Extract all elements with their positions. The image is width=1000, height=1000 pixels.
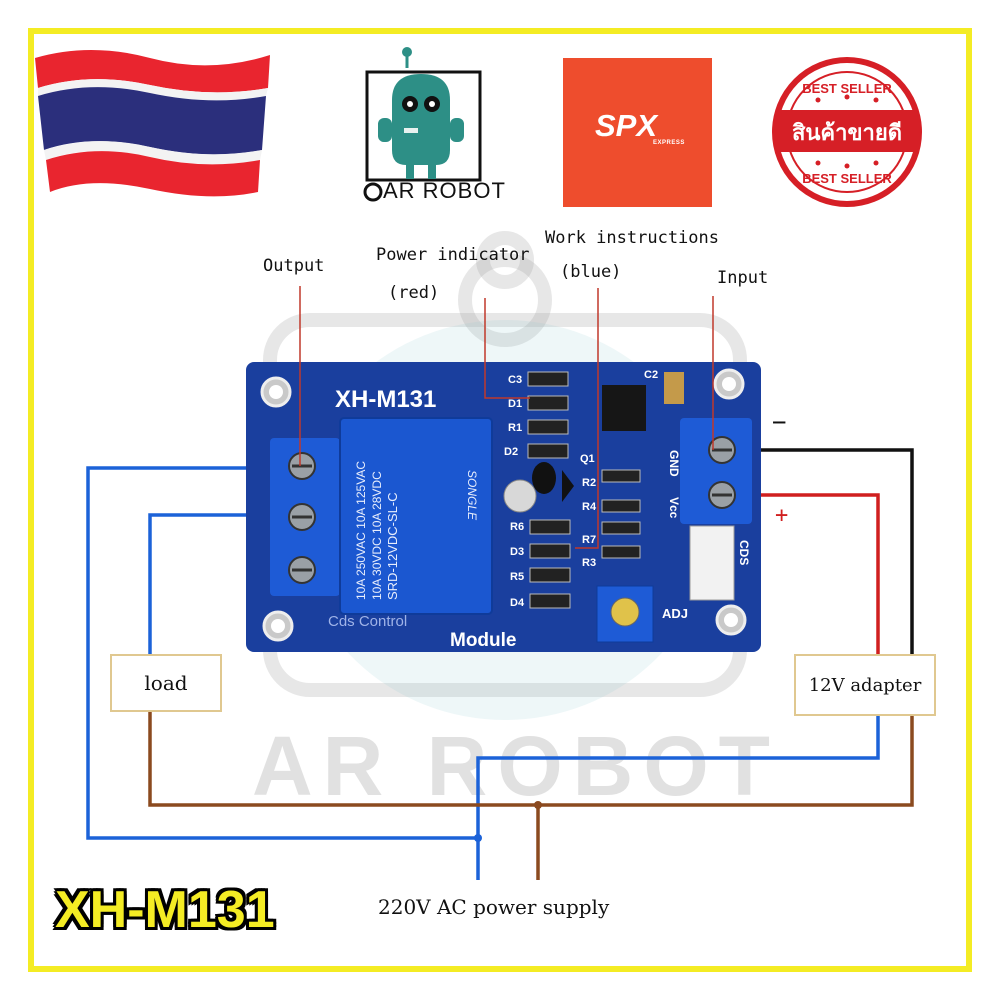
cds-connector — [689, 525, 735, 601]
label-minus: − — [772, 408, 787, 436]
designator-labels: C3 D1 R1 D2 Q1 R2 R4 R6 D3 R7 R3 R5 D4 C… — [504, 369, 658, 609]
svg-text:R5: R5 — [510, 571, 524, 583]
svg-text:C2: C2 — [644, 369, 658, 381]
label-work-instructions: Work instructions — [545, 228, 719, 248]
gear-icon — [363, 182, 383, 202]
adj-label: ADJ — [662, 606, 688, 621]
adapter-box: 12V adapter — [794, 654, 936, 716]
supply-label: 220V AC power supply — [378, 895, 610, 919]
wire-red — [720, 493, 880, 655]
badge-top-text: BEST SELLER — [802, 81, 892, 96]
best-seller-badge: BEST SELLER สินค้าขายดี BEST SELLER — [772, 57, 922, 207]
label-power-indicator: Power indicator — [376, 245, 530, 265]
svg-text:R7: R7 — [582, 534, 596, 546]
load-box: load — [110, 654, 222, 712]
robot-logo-icon — [363, 47, 482, 202]
wiring — [86, 448, 914, 880]
product-title: XH-M131 — [55, 881, 275, 939]
input-terminal-block — [680, 418, 752, 524]
wire-blue-adapter — [476, 712, 880, 880]
relay — [339, 417, 493, 615]
pin-gnd: GND — [667, 450, 681, 477]
logo-text: AR ROBOT — [383, 178, 506, 203]
watermark-text: AR ROBOT — [252, 719, 780, 813]
yellow-frame — [28, 28, 972, 972]
svg-text:R6: R6 — [510, 521, 524, 533]
svg-text:D4: D4 — [510, 597, 525, 609]
svg-text:D2: D2 — [504, 446, 518, 458]
label-red: (red) — [388, 283, 440, 303]
pin-cds: CDS — [737, 540, 751, 565]
relay-line-3: SRD-12VDC-SL-C — [385, 492, 400, 600]
thai-flag-icon — [35, 50, 270, 197]
relay-line-2: 10A 30VDC 10A 28VDC — [370, 471, 384, 600]
load-label: load — [144, 671, 188, 695]
wire-blue-left — [86, 466, 478, 840]
smd-components — [503, 371, 684, 643]
svg-text:C3: C3 — [508, 374, 522, 386]
label-blue: (blue) — [560, 262, 622, 282]
pin-vcc: Vcc — [667, 497, 681, 519]
svg-text:D3: D3 — [510, 546, 524, 558]
wire-black — [720, 448, 914, 655]
callout-lines — [299, 286, 714, 549]
adapter-label: 12V adapter — [808, 674, 922, 696]
svg-text:R2: R2 — [582, 477, 596, 489]
spx-express-logo: SPX EXPRESS — [563, 58, 712, 207]
xh-m131-board: XH-M131 10A 250VAC 10A 125VAC 10A 30VDC … — [246, 362, 761, 652]
badge-bottom-text: BEST SELLER — [802, 171, 892, 186]
spx-sub-text: EXPRESS — [653, 140, 685, 146]
module-text: Module — [450, 630, 517, 651]
svg-text:R4: R4 — [582, 501, 597, 513]
relay-brand: SONGLE — [465, 470, 479, 521]
relay-line-1: 10A 250VAC 10A 125VAC — [354, 461, 368, 600]
label-plus: + — [775, 503, 789, 528]
svg-text:R3: R3 — [582, 557, 596, 569]
svg-text:D1: D1 — [508, 398, 522, 410]
wire-brown-load — [148, 710, 914, 807]
svg-text:R1: R1 — [508, 422, 522, 434]
label-input: Input — [717, 268, 769, 288]
board-model-text: XH-M131 — [335, 386, 436, 413]
spx-text: SPX — [595, 108, 658, 143]
badge-middle-text: สินค้าขายดี — [792, 121, 902, 146]
label-output: Output — [263, 256, 325, 276]
svg-text:Q1: Q1 — [580, 453, 595, 465]
control-text: Cds Control — [328, 613, 407, 630]
